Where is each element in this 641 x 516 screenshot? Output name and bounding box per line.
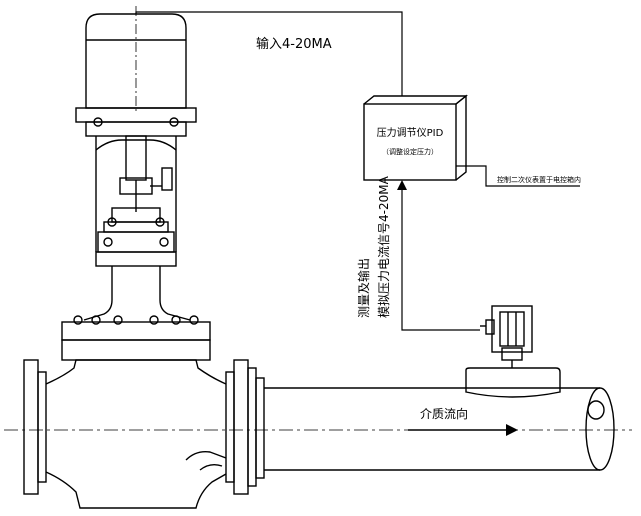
feedback-line1: 测量及输出 <box>356 258 371 318</box>
controller-subtitle: （调整设定压力） <box>382 147 438 156</box>
actuator-housing <box>75 6 197 137</box>
arrow-up-icon <box>397 180 407 190</box>
input-signal-label: 输入4-20MA <box>256 36 332 52</box>
flow-direction-label: 介质流向 <box>420 406 468 421</box>
bonnet <box>61 266 211 361</box>
pid-controller-box <box>363 94 468 181</box>
pipe <box>247 367 615 487</box>
controller-title: 压力调节仪PID <box>377 126 444 139</box>
pressure-transmitter <box>465 305 561 398</box>
yoke <box>95 135 177 267</box>
feedback-line2: 模拟压力电流信号4-20MA <box>377 175 391 318</box>
flow-arrow <box>408 424 518 436</box>
valve-body <box>23 359 249 509</box>
watermark-text: 知乎 @上海奇重阀门 <box>488 476 628 494</box>
control-note: 控制二次仪表置于电控箱内 <box>497 175 581 184</box>
feedback-label: 测量及输出 模拟压力电流信号4-20MA <box>356 175 391 318</box>
signal-lines <box>135 11 580 331</box>
